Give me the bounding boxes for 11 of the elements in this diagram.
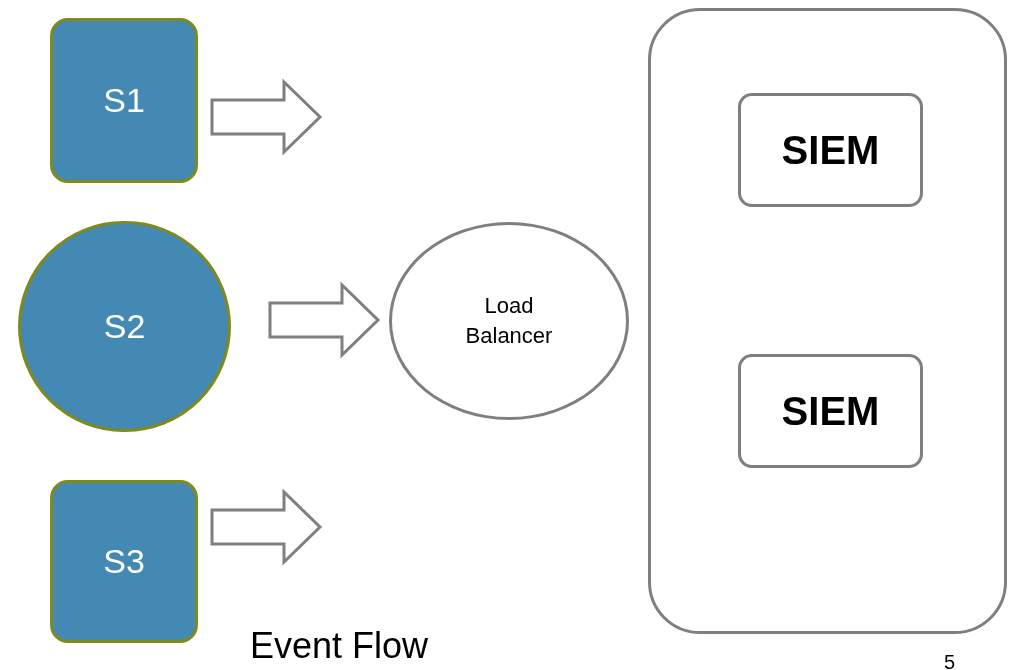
block-arrow [268, 281, 381, 359]
page-number: 5 [944, 652, 956, 670]
source-box: S3 [50, 480, 198, 643]
load-balancer-ellipse: Load Balancer [389, 222, 629, 420]
source-box: S1 [50, 18, 198, 183]
caption-text: Event Flow [250, 628, 429, 664]
block-arrow [210, 78, 323, 156]
siem-box: SIEM [738, 93, 923, 207]
container-box [648, 8, 1007, 634]
siem-box: SIEM [738, 354, 923, 468]
block-arrow [210, 488, 323, 566]
